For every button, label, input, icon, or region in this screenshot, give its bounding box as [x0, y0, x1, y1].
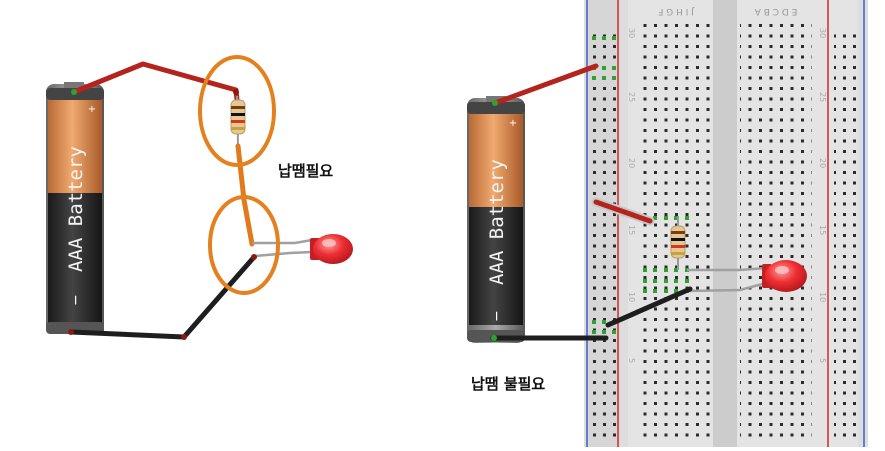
- red-wire-right: [492, 63, 599, 106]
- row-number: 10: [627, 292, 636, 302]
- led-right: [762, 260, 807, 292]
- row-number: 10: [818, 292, 827, 302]
- breadboard-letters-left: J I H G F: [658, 6, 695, 16]
- solder-needed-label: 납땜필요: [278, 162, 334, 180]
- battery-minus-sign: −: [68, 294, 84, 306]
- battery-label: AAA Battery: [486, 159, 508, 285]
- battery-label: AAA Battery: [65, 146, 87, 272]
- black-wire-right-2: [605, 286, 693, 328]
- no-solder-needed-label: 납땜 불필요: [471, 375, 546, 393]
- solder-highlight-bottom: [208, 195, 280, 295]
- battery-right: + AAA Battery −: [467, 96, 525, 343]
- row-number: 5: [818, 358, 827, 363]
- solder-highlight-top: [198, 55, 276, 167]
- resistor-right: [670, 216, 686, 270]
- row-number: 25: [818, 92, 827, 102]
- row-number: 5: [627, 358, 636, 363]
- row-number: 25: [627, 92, 636, 102]
- right-diagram: J I H G F E D C B A 30 25 20 15 10 5 30 …: [467, 0, 868, 447]
- row-number: 15: [627, 225, 636, 235]
- row-number: 20: [627, 158, 636, 168]
- battery-minus-sign: −: [489, 310, 505, 322]
- breadboard-letters-right: E D C B A: [754, 6, 798, 16]
- battery-plus-sign: +: [88, 104, 96, 115]
- left-diagram: + AAA Battery −: [46, 55, 353, 340]
- red-wire-left: [73, 61, 240, 101]
- row-number: 20: [818, 158, 827, 168]
- battery-left: + AAA Battery −: [46, 82, 104, 334]
- row-number: 15: [818, 225, 827, 235]
- battery-plus-sign: +: [509, 118, 517, 129]
- led-left: [310, 234, 353, 264]
- row-number: 30: [627, 28, 636, 38]
- resistor-left: [230, 95, 246, 147]
- row-number: 30: [818, 28, 827, 38]
